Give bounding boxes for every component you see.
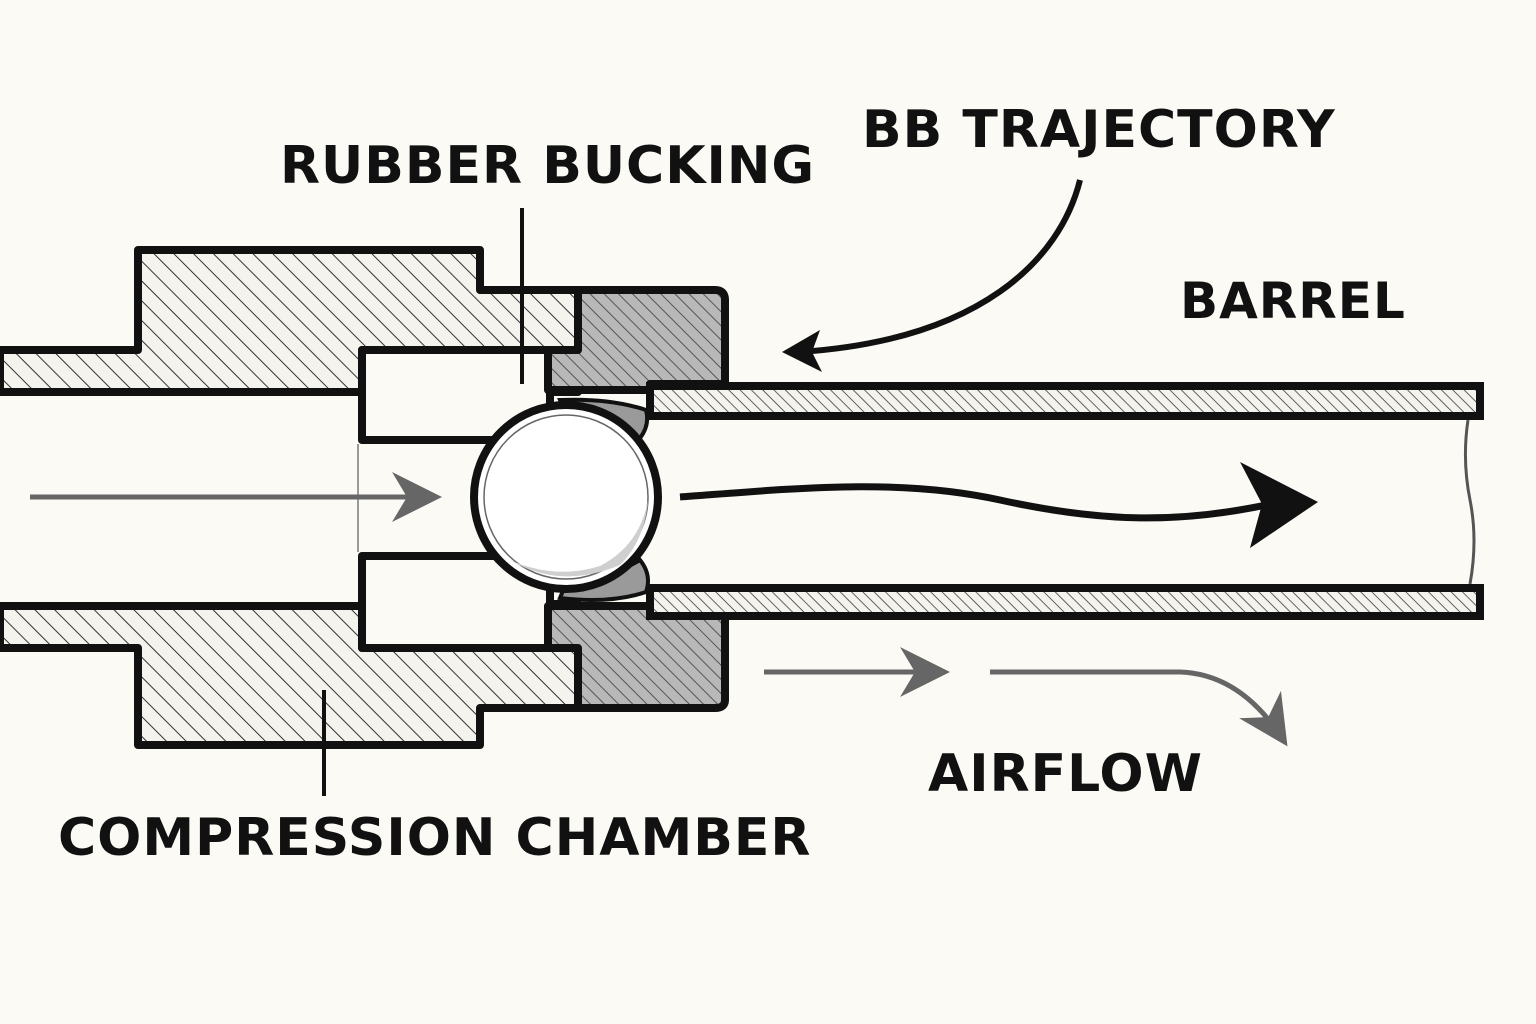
trajectory-pointer	[799, 179, 1083, 355]
barrel-wall-upper	[646, 382, 1484, 420]
label-compression-chamber: COMPRESSION CHAMBER	[58, 808, 812, 868]
barrel-bore	[654, 420, 1476, 584]
barrel-wall-lower	[646, 584, 1484, 620]
hopup-housing-lower	[544, 602, 729, 712]
bb-ball-inner	[483, 414, 649, 580]
bb-ball	[470, 401, 662, 593]
hopup-housing-upper	[544, 286, 729, 394]
label-rubber-bucking: RUBBER BUCKING	[280, 136, 816, 196]
label-barrel: BARREL	[1180, 272, 1406, 330]
bb-trajectory-arrowhead	[1240, 462, 1318, 548]
airflow-arrow-2	[990, 669, 1288, 747]
label-airflow: AIRFLOW	[928, 744, 1203, 804]
trajectory-pointer-head	[782, 330, 822, 372]
label-bb-trajectory: BB TRAJECTORY	[862, 100, 1336, 160]
bb-trajectory-arrow	[679, 483, 1281, 522]
barrel-cut-end	[1463, 419, 1476, 585]
